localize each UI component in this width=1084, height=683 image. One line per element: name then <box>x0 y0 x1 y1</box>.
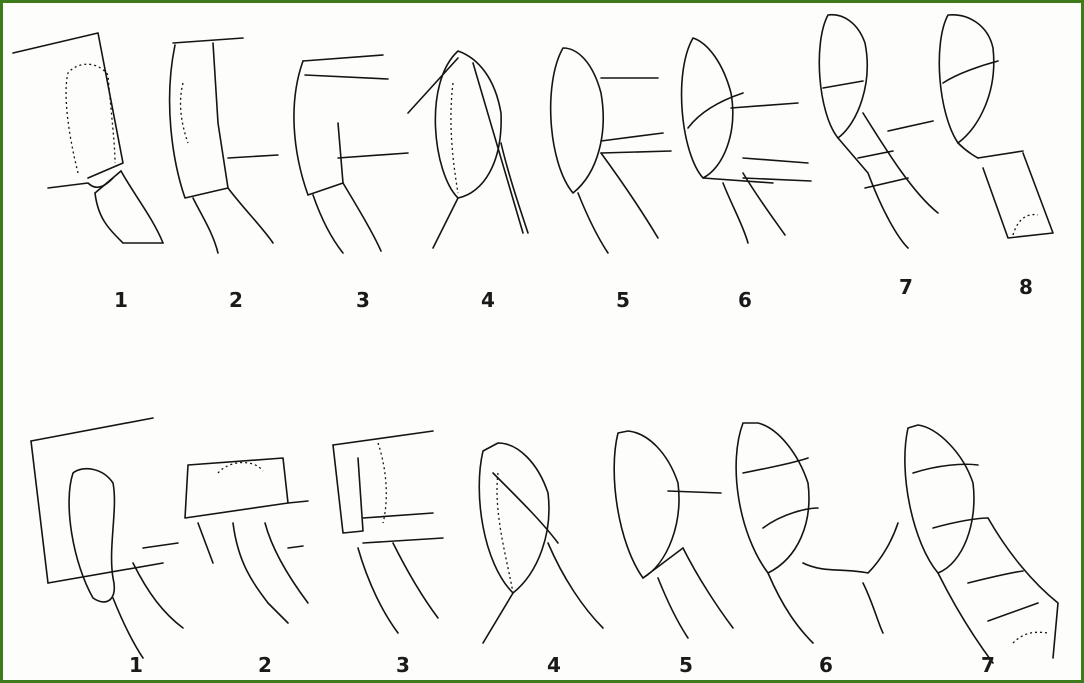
bottom-step-5-drawing <box>614 431 733 638</box>
bottom-step-label-6: 6 <box>819 653 833 677</box>
bottom-step-1-drawing <box>31 418 183 658</box>
top-step-label-8: 8 <box>1019 275 1033 299</box>
bottom-step-label-4: 4 <box>547 653 561 677</box>
top-step-label-3: 3 <box>356 288 370 312</box>
bottom-step-3-drawing <box>333 431 443 633</box>
top-step-label-5: 5 <box>616 288 630 312</box>
bottom-step-label-3: 3 <box>396 653 410 677</box>
bottom-step-label-2: 2 <box>258 653 272 677</box>
top-step-label-2: 2 <box>229 288 243 312</box>
bottom-step-label-7: 7 <box>981 653 995 677</box>
bottom-step-label-1: 1 <box>129 653 143 677</box>
top-step-label-4: 4 <box>481 288 495 312</box>
top-step-label-7: 7 <box>899 275 913 299</box>
top-step-label-6: 6 <box>738 288 752 312</box>
top-step-8-drawing <box>939 15 1053 238</box>
bottom-step-4-drawing <box>479 443 603 643</box>
bottom-step-label-5: 5 <box>679 653 693 677</box>
top-step-2-drawing <box>170 38 278 253</box>
bandaging-sequence-illustration <box>3 3 1084 683</box>
top-step-6-drawing <box>682 38 811 243</box>
top-step-5-drawing <box>551 48 671 253</box>
bottom-step-6-drawing <box>736 423 898 643</box>
top-step-label-1: 1 <box>114 288 128 312</box>
bottom-step-7-drawing <box>905 425 1058 663</box>
top-step-3-drawing <box>294 55 408 253</box>
top-step-7-drawing <box>819 15 938 248</box>
bottom-step-2-drawing <box>185 458 308 623</box>
top-step-4-drawing <box>408 51 528 248</box>
top-step-1-drawing <box>13 33 163 243</box>
